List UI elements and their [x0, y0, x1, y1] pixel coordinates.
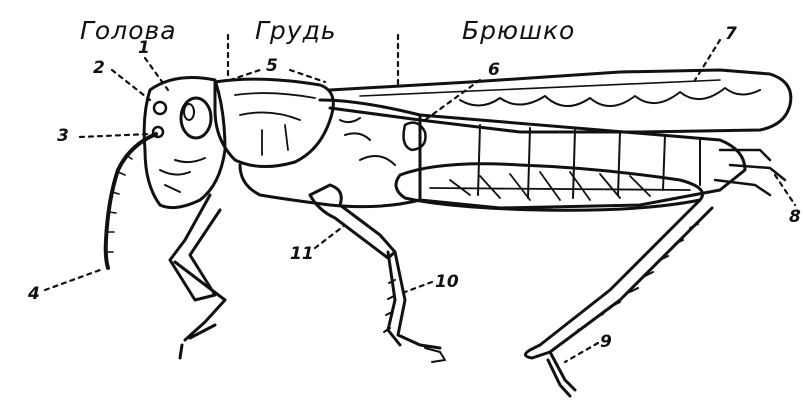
forewing-veins	[460, 88, 760, 106]
hind-tibia	[540, 200, 712, 352]
leader-6	[425, 80, 480, 120]
thorax-lines	[340, 118, 395, 165]
abdomen-region-label: Брюшко	[462, 16, 575, 45]
callout-3: 3	[57, 126, 69, 146]
forewing	[330, 70, 791, 132]
leader-9	[565, 343, 598, 362]
head-outline	[144, 78, 225, 208]
callout-11: 11	[290, 244, 314, 264]
callout-7: 7	[725, 24, 737, 44]
antenna	[106, 134, 156, 268]
leader-4	[45, 270, 100, 290]
leader-10	[405, 282, 432, 292]
leader-7	[695, 40, 720, 80]
leader-2	[112, 70, 150, 100]
middle-femur	[310, 185, 395, 258]
leader-11	[315, 225, 345, 248]
callout-9: 9	[600, 332, 612, 352]
pronotum-lines	[235, 93, 315, 155]
pronotum	[215, 79, 333, 166]
front-leg	[170, 195, 225, 358]
tympanum	[404, 123, 426, 150]
compound-eye-inner	[184, 104, 194, 120]
callout-2: 2	[93, 58, 105, 78]
callout-4: 4	[28, 284, 40, 304]
head-region-label: Голова	[80, 16, 177, 45]
hind-tarsus	[525, 345, 575, 396]
ocellus	[154, 102, 166, 114]
middle-tibia	[388, 252, 440, 348]
callout-8: 8	[789, 207, 801, 227]
wing-line	[360, 80, 720, 96]
leader-3	[80, 134, 150, 137]
thorax-region-label: Грудь	[255, 16, 337, 45]
callout-6: 6	[488, 60, 500, 80]
ovipositor	[715, 150, 785, 195]
callout-1: 1	[138, 38, 150, 58]
callout-10: 10	[435, 272, 459, 292]
mouthparts	[160, 158, 205, 192]
callout-5: 5	[266, 56, 278, 76]
